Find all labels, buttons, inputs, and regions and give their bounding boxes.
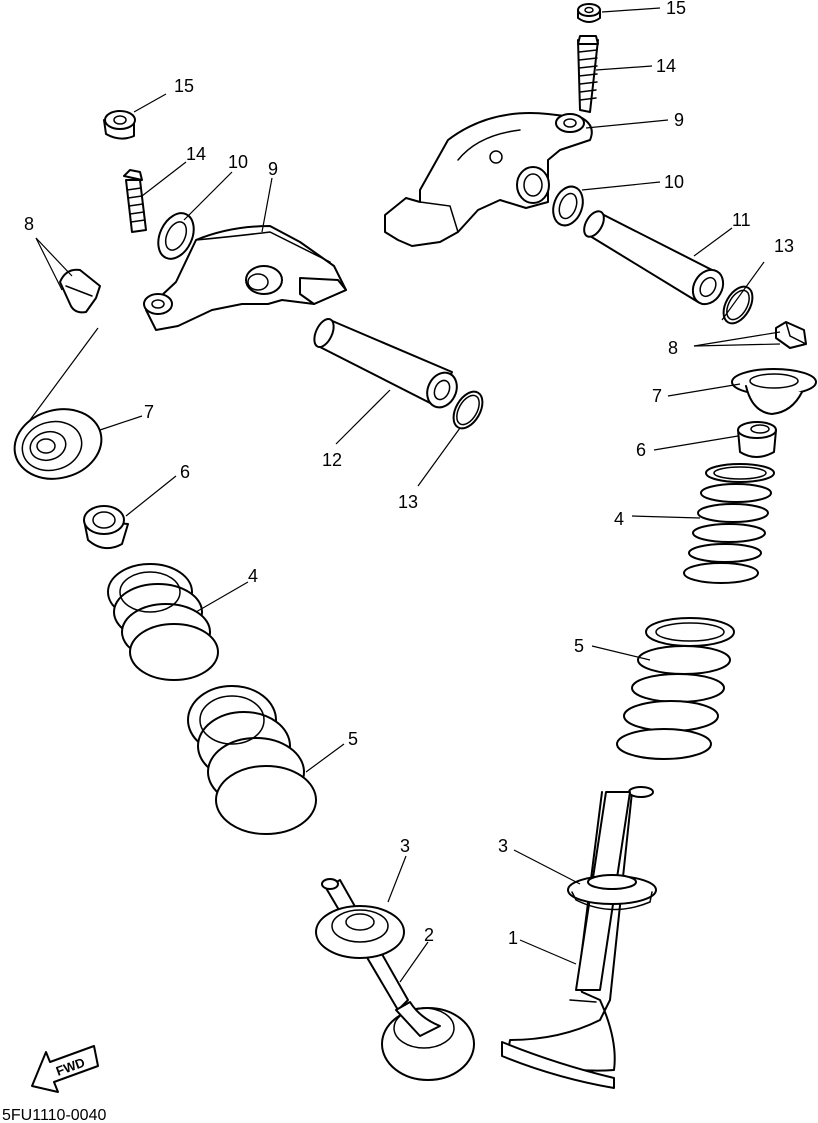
valve-seal-right: [737, 421, 777, 458]
callout-3-left: 3: [400, 836, 410, 856]
callout-4-left: 4: [248, 566, 258, 586]
leader-lines: [29, 7, 781, 983]
callout-9-left: 9: [268, 159, 278, 179]
valve-right: [501, 786, 654, 1089]
callout-11: 11: [732, 210, 751, 230]
callout-13-right: 13: [774, 236, 794, 256]
callout-6-left: 6: [180, 462, 190, 482]
callout-15-right: 15: [666, 0, 686, 18]
diagram-code: 5FU1110-0040: [2, 1107, 106, 1123]
fwd-arrow-icon: FWD: [31, 1045, 99, 1093]
callout-13-left: 13: [398, 492, 418, 512]
spring-seat-left: [315, 905, 405, 959]
adjuster-screw-right: [577, 35, 599, 113]
washer-left: [157, 212, 195, 260]
o-ring-left: [452, 390, 484, 430]
callout-6-right: 6: [636, 440, 646, 460]
callout-4-right: 4: [614, 509, 624, 529]
callout-7-right: 7: [652, 386, 662, 406]
collet-right: [775, 321, 807, 349]
callout-10-right: 10: [664, 172, 684, 192]
rocker-arm-right: [384, 112, 593, 247]
callout-14-right: 14: [656, 56, 676, 76]
callout-12: 12: [322, 450, 342, 470]
callout-10-left: 10: [228, 152, 248, 172]
spring-seat-right: [567, 874, 657, 911]
o-ring-right: [722, 285, 754, 325]
valve-seal-left: [83, 505, 129, 550]
adjuster-screw-left: [123, 169, 147, 233]
callout-15-left: 15: [174, 76, 194, 96]
callout-14-left: 14: [186, 144, 206, 164]
callout-5-left: 5: [348, 729, 358, 749]
nut-left: [103, 110, 136, 140]
callout-2: 2: [424, 925, 434, 945]
nut-right: [577, 3, 601, 23]
outer-spring-right: [616, 617, 735, 760]
callout-3-right: 3: [498, 836, 508, 856]
callouts: 15 14 9 10 11 13 8 7 6 4 5 3 1 15 14 10 …: [24, 0, 794, 948]
callout-7-left: 7: [144, 402, 154, 422]
spring-retainer-left: [13, 408, 103, 480]
collet-left: [59, 268, 101, 314]
inner-spring-right: [683, 463, 775, 584]
rocker-arm-left: [143, 225, 347, 331]
callout-9-right: 9: [674, 110, 684, 130]
inner-spring-left: [107, 563, 219, 681]
callout-5-right: 5: [574, 636, 584, 656]
spring-retainer-right: [731, 368, 817, 415]
callout-1: 1: [508, 928, 518, 948]
rocker-shaft-12: [313, 317, 458, 409]
outer-spring-left: [187, 685, 317, 835]
callout-8-right: 8: [668, 338, 678, 358]
washer-right: [552, 185, 584, 227]
callout-8-left: 8: [24, 214, 34, 234]
rocker-shaft-11: [583, 210, 725, 306]
